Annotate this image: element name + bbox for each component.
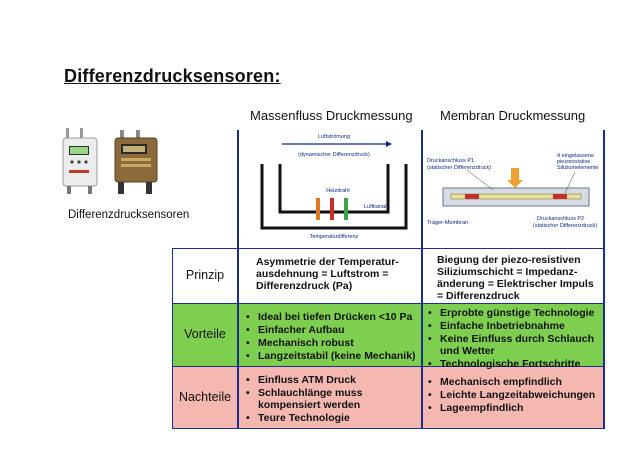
row-label-nachteile: Nachteile — [178, 390, 232, 404]
column-header-massenfluss: Massenfluss Druckmessung — [250, 108, 413, 123]
grid-hline-2 — [172, 366, 605, 367]
list-item: Mechanisch robust — [242, 337, 420, 349]
nachteile-membran: Mechanisch empfindlich Leichte Langzeita… — [424, 376, 602, 415]
nachteile-massenfluss: Einfluss ATM Druck Schlauchlänge muss ko… — [242, 374, 420, 425]
label-luftkanal: Luftkanal — [364, 204, 386, 210]
row-label-vorteile: Vorteile — [184, 327, 226, 341]
grid-vline-1 — [237, 130, 239, 428]
grid-hline-1 — [172, 303, 605, 304]
list-item: Schlauchlänge muss kompensiert werden — [242, 387, 420, 411]
list-item: Leichte Langzeitabweichungen — [424, 389, 602, 401]
prinzip-membran: Biegung der piezo-resistiven Siliziumsch… — [437, 254, 594, 302]
label-elements-3: Siliziumelemente — [557, 165, 599, 171]
vorteile-membran: Erprobte günstige Technologie Einfache I… — [424, 307, 602, 371]
row-label-prinzip: Prinzip — [185, 268, 225, 282]
label-elements-2: piezoresistive — [557, 159, 590, 165]
list-item: Keine Einfluss durch Schlauch und Wetter — [424, 333, 602, 357]
label-druckanschluss-p2: Druckanschluss P2 — [537, 216, 584, 222]
list-item: Langzeitstabil (keine Mechanik) — [242, 350, 420, 362]
column-header-membran: Membran Druckmessung — [440, 108, 586, 123]
list-item: Erprobte günstige Technologie — [424, 307, 602, 319]
grid-vline-3 — [603, 130, 605, 428]
list-item: Einfache Inbetriebnahme — [424, 320, 602, 332]
massflow-diagram: Luftströmung (dynamischer Differenzdruck… — [246, 128, 422, 242]
list-item: Teure Technologie — [242, 412, 420, 424]
membrane-diagram: Druckanschluss P1 (statischer Differenzd… — [425, 128, 605, 242]
label-traeger-membran: Träger-Membran — [427, 220, 468, 226]
slide-title: Differenzdrucksensoren: — [64, 66, 281, 86]
grid-hline-bottom — [172, 428, 605, 429]
vorteile-massenfluss: Ideal bei tiefen Drücken <10 Pa Einfache… — [242, 311, 420, 363]
label-heizdraht: Heizdraht — [326, 188, 350, 194]
label-druckanschluss-p1: Druckanschluss P1 — [427, 158, 474, 164]
sensor-devices-image — [60, 126, 180, 200]
list-item: Einfacher Aufbau — [242, 324, 420, 336]
list-item: Lageempfindlich — [424, 402, 602, 414]
devices-caption: Differenzdrucksensoren — [68, 209, 190, 221]
label-temperaturdifferenz: Temperaturdifferenz — [310, 234, 359, 240]
list-item: Technologische Fortschritte — [424, 358, 602, 370]
prinzip-massenfluss: Asymmetrie der Temperatur-ausdehnung = L… — [256, 256, 399, 292]
label-elements-1: 4 eingelassene — [557, 153, 594, 159]
list-item: Einfluss ATM Druck — [242, 374, 420, 386]
label-dynamischer-differenzdruck: (dynamischer Differenzdruck) — [298, 152, 370, 158]
grid-vline-0 — [172, 248, 173, 428]
label-p2-static: (statischer Differenzdruck) — [533, 223, 597, 229]
list-item: Mechanisch empfindlich — [424, 376, 602, 388]
label-p1-static: (statischer Differenzdruck) — [427, 165, 491, 171]
grid-vline-2 — [421, 130, 423, 428]
label-luftstroemung: Luftströmung — [318, 134, 350, 140]
grid-hline-top — [172, 248, 605, 249]
list-item: Ideal bei tiefen Drücken <10 Pa — [242, 311, 420, 323]
